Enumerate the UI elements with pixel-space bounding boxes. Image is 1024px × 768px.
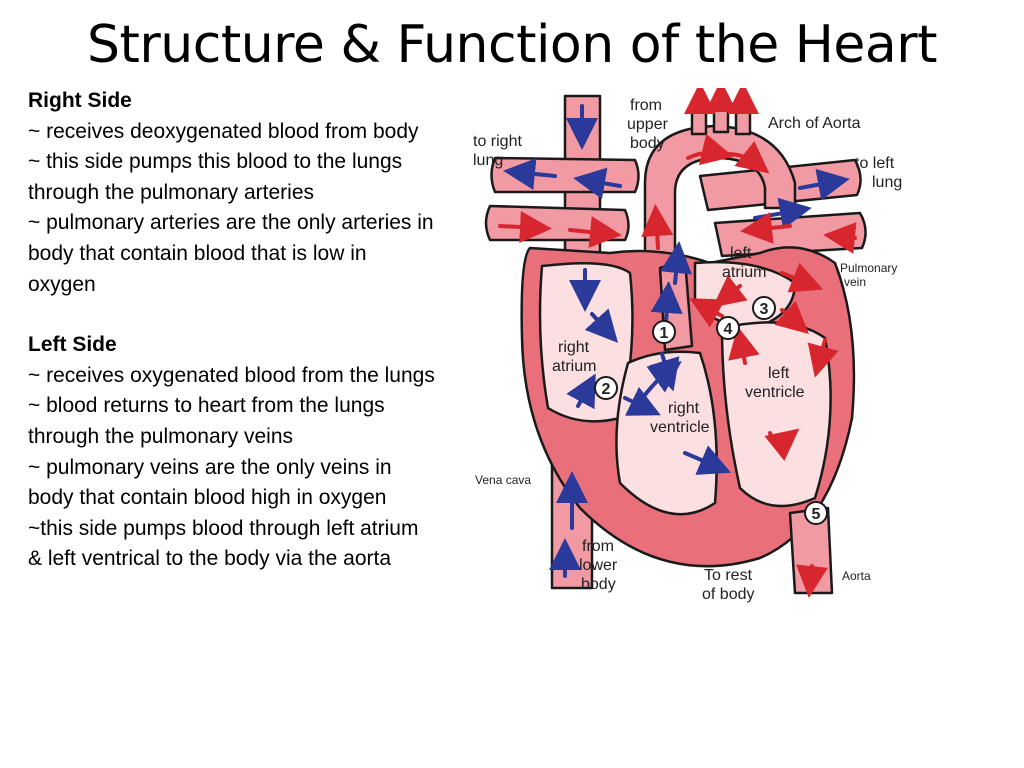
label-left-atrium: left: [730, 245, 752, 262]
blue-arrow: [573, 167, 622, 200]
blue-arrow: [798, 168, 850, 201]
step-circle: [752, 296, 776, 320]
label-aorta: Aorta: [842, 569, 871, 583]
label-arch-of-aorta: Arch of Aorta: [768, 115, 861, 132]
step-circle: [594, 376, 618, 400]
label-right-ventricle: right: [668, 400, 700, 417]
step-number: 3: [760, 301, 769, 318]
blue-arrow: [623, 386, 661, 416]
right-side-line: ~ pulmonary arteries are the only arteri…: [28, 211, 434, 296]
label-vena-cava: Vena cava: [475, 473, 531, 487]
label-left-ventricle: ventricle: [745, 384, 805, 401]
label-to-left-lung: lung: [872, 174, 902, 191]
label-right-atrium: right: [558, 339, 590, 356]
left-side-line: ~ blood returns to heart from the lungs …: [28, 394, 385, 448]
label-from-lower: lower: [579, 557, 618, 574]
red-arrow: [807, 338, 839, 378]
section-gap: [28, 300, 438, 330]
label-from-lower: from: [582, 538, 614, 555]
red-arrow: [764, 428, 800, 461]
label-right-ventricle: ventricle: [650, 419, 710, 436]
left-side-line: ~ receives oxygenated blood from the lun…: [28, 363, 435, 387]
left-side-line: ~ pulmonary veins are the only veins in …: [28, 455, 392, 510]
description-column: Right Side ~ receives deoxygenated blood…: [28, 86, 438, 575]
heart-diagram: 1 2 3 4 5 from upper body Arch of Aorta …: [473, 88, 902, 603]
step-circle: [716, 316, 740, 340]
blue-arrow: [503, 158, 557, 190]
red-arrow: [726, 141, 770, 174]
step-number: 1: [660, 325, 669, 342]
red-arrow: [823, 222, 857, 254]
red-arrow: [774, 300, 809, 334]
label-to-rest-of-body: of body: [702, 586, 754, 603]
red-arrow: [780, 262, 824, 293]
red-arrow: [686, 133, 734, 166]
label-to-right-lung: to right: [473, 133, 522, 150]
blue-arrow: [584, 308, 619, 343]
label-from-upper: body: [630, 135, 665, 152]
red-arrow: [728, 326, 760, 365]
blue-arrow: [566, 373, 596, 410]
left-side-line: ~this side pumps blood through left atri…: [28, 516, 419, 571]
left-ventricle-chamber: [720, 321, 832, 508]
label-to-left-lung: to left: [855, 155, 895, 172]
left-side-heading: Left Side: [28, 333, 117, 357]
label-left-atrium: atrium: [722, 264, 766, 281]
red-arrow: [740, 211, 792, 244]
page-title: Structure & Function of the Heart: [87, 15, 937, 75]
label-left-ventricle: left: [768, 365, 790, 382]
label-pulmonary-vein: Pulmonary: [840, 261, 897, 275]
label-to-right-lung: lung: [473, 152, 503, 169]
step-circle: [652, 320, 676, 344]
label-right-atrium: atrium: [552, 358, 596, 375]
step-circle: [804, 501, 828, 525]
red-arrow: [689, 298, 726, 328]
blue-arrow: [683, 445, 732, 475]
step-number: 5: [812, 506, 821, 523]
red-arrow: [712, 275, 748, 308]
step-number: 2: [602, 381, 611, 398]
red-arrow: [568, 216, 622, 248]
right-side-line: ~ this side pumps this blood to the lung…: [28, 150, 403, 204]
label-to-rest-of-body: To rest: [704, 567, 753, 584]
step-number: 4: [724, 321, 733, 338]
label-pulmonary-vein: vein: [844, 275, 866, 289]
label-from-upper: upper: [627, 116, 669, 133]
blue-arrow: [660, 241, 692, 285]
red-arrow: [498, 211, 552, 243]
right-side-line: ~ receives deoxygenated blood from body: [28, 119, 419, 143]
label-from-lower: body: [581, 576, 616, 593]
right-side-heading: Right Side: [28, 89, 132, 112]
red-arrow: [796, 564, 828, 598]
label-from-upper: from: [630, 97, 662, 114]
red-arrow: [641, 204, 674, 250]
